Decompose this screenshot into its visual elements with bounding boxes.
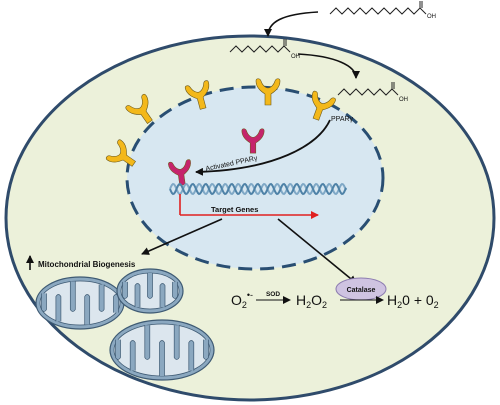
mitochondrion-icon	[109, 319, 215, 381]
catalase-arrow	[277, 218, 357, 284]
sod-label: SOD	[266, 291, 280, 298]
hydrogen-peroxide: H2O2	[296, 292, 327, 310]
mitochondrial-biogenesis-label: Mitochondrial Biogenesis	[38, 260, 136, 269]
activation-arrow	[195, 119, 331, 176]
mitochondrion-icon	[116, 268, 184, 314]
mitochondria-group	[35, 268, 215, 381]
mitochondrion-icon	[35, 276, 125, 330]
fatty-acid-top-oh: OH	[427, 14, 436, 20]
fatty-acid-low	[337, 82, 399, 96]
catalase-label: Catalase	[347, 287, 376, 294]
ppar-label: PPARγ	[331, 116, 354, 123]
dna-strand	[169, 182, 347, 196]
fatty-acid-mid-oh: OH	[291, 54, 300, 60]
target-genes-arrow	[179, 194, 319, 219]
fatty-acid-low-oh: OH	[399, 97, 408, 103]
dna-strand	[169, 182, 347, 196]
dna-helix-icon	[169, 182, 347, 196]
biogenesis-arrow	[141, 218, 223, 255]
target-genes-label: Target Genes	[211, 205, 258, 214]
fatty-acid-mid	[229, 39, 291, 53]
uptake-arrow	[264, 11, 319, 37]
transport-arrow	[297, 53, 360, 79]
ros-reaction: O2•- SOD H2O2 H20 + 02	[231, 290, 439, 310]
nucleus	[125, 85, 385, 271]
superoxide: O2•-	[231, 290, 253, 310]
fatty-acid-top	[329, 1, 427, 15]
water-oxygen: H20 + 02	[387, 292, 439, 310]
